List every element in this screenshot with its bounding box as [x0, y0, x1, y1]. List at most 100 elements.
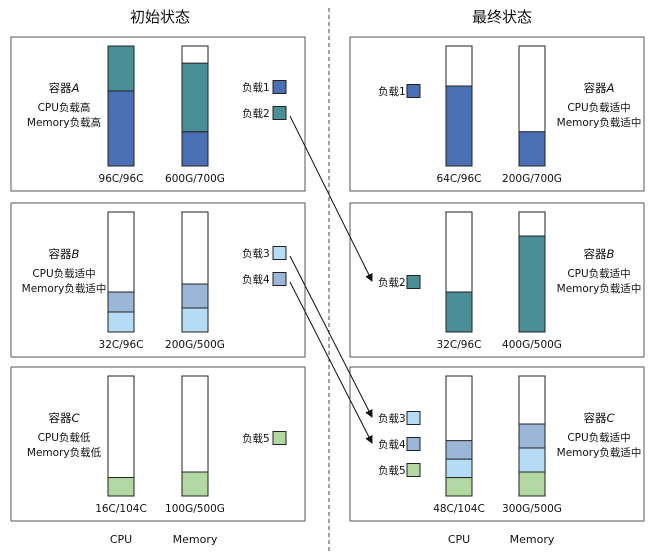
- memory-usage-label: 100G/500G: [165, 503, 225, 515]
- legend-label: 负载1: [378, 85, 406, 98]
- cpu-usage-label: 32C/96C: [437, 339, 482, 351]
- container-letter: A: [606, 81, 615, 95]
- panel-frame: [10, 36, 306, 192]
- migration-arrows: [289, 115, 373, 444]
- memory-segment-load4: [518, 423, 546, 449]
- container-letter: A: [71, 81, 80, 95]
- legend-load4: 负载4: [242, 272, 287, 286]
- container-word: 容器: [49, 247, 72, 261]
- final-state-heading: 最终状态: [472, 8, 532, 26]
- cpu-usage-label: 96C/96C: [99, 173, 144, 185]
- left-cpu-axis-label: CPU: [110, 533, 132, 546]
- container-load-description: CPU负载适中: [567, 267, 630, 280]
- legend-swatch: [272, 431, 287, 445]
- cpu-segment-load1: [445, 85, 473, 167]
- memory-segment-load1: [518, 131, 546, 167]
- memory-usage-bar: 100G/500G: [165, 375, 225, 515]
- memory-usage-label: 600G/700G: [165, 173, 225, 185]
- initial-container-c-panel: 容器C CPU负载低 Memory负载低 16C/104C 100G/500G 负载5: [10, 366, 306, 522]
- legend-swatch: [406, 463, 421, 477]
- container-load-description: CPU负载低: [38, 431, 91, 444]
- panel-frame: [10, 202, 306, 358]
- left-memory-axis-label: Memory: [173, 533, 218, 546]
- migration-arrow-load4: [289, 281, 373, 444]
- container-title: 容器C: [48, 411, 79, 425]
- container-word: 容器: [49, 81, 72, 95]
- memory-usage-label: 300G/500G: [502, 503, 562, 515]
- container-load-description: Memory负载低: [27, 446, 102, 459]
- memory-segment-load5: [181, 471, 209, 497]
- container-letter: C: [71, 411, 79, 425]
- container-load-description: Memory负载适中: [557, 116, 642, 129]
- legend-swatch: [272, 80, 287, 94]
- cpu-usage-label: 64C/96C: [437, 173, 482, 185]
- container-load-description: CPU负载适中: [32, 267, 95, 280]
- cpu-segment-load2: [445, 291, 473, 333]
- memory-segment-load3: [518, 447, 546, 473]
- cpu-usage-label: 16C/104C: [95, 503, 147, 515]
- legend-label: 负载5: [242, 432, 270, 445]
- initial-container-a-panel: 容器A CPU负载高 Memory负载高 96C/96C 600G/700G 负载1 负载2: [10, 36, 306, 192]
- cpu-usage-bar: 16C/104C: [95, 375, 147, 515]
- panel-frame: [349, 202, 645, 358]
- memory-usage-bar: 300G/500G: [502, 375, 562, 515]
- container-load-description: CPU负载高: [38, 101, 91, 114]
- legend-load5: 负载5: [242, 431, 287, 445]
- legend-load3: 负载3: [378, 411, 421, 425]
- initial-container-b-panel: 容器B CPU负载适中 Memory负载适中 32C/96C 200G/500G 负载3 负…: [10, 202, 306, 358]
- legend-label: 负载3: [242, 247, 270, 260]
- container-load-description: Memory负载适中: [22, 282, 107, 295]
- legend-swatch: [272, 246, 287, 260]
- container-title: 容器A: [584, 81, 615, 95]
- panel-frame: [349, 36, 645, 192]
- initial-state-heading: 初始状态: [130, 8, 190, 26]
- panel-frame: [10, 366, 306, 522]
- container-word: 容器: [48, 411, 71, 425]
- legend-swatch: [272, 272, 287, 286]
- legend-load5: 负载5: [378, 463, 421, 477]
- container-word: 容器: [583, 411, 606, 425]
- cpu-segment-load4: [107, 291, 135, 313]
- container-load-description: Memory负载适中: [557, 446, 642, 459]
- cpu-usage-bar: 96C/96C: [99, 45, 144, 185]
- legend-label: 负载4: [242, 273, 270, 286]
- cpu-segment-load2: [107, 45, 135, 92]
- final-container-c-panel: 容器C CPU负载适中 Memory负载适中 48C/104C 300G/500G 负载3…: [349, 366, 645, 522]
- legend-label: 负载4: [378, 438, 406, 451]
- right-cpu-axis-label: CPU: [448, 533, 470, 546]
- legend-load1: 负载1: [378, 84, 421, 98]
- container-load-description: Memory负载高: [27, 116, 101, 129]
- cpu-segment-load3: [107, 311, 135, 333]
- memory-segment-load2: [518, 235, 546, 333]
- container-title: 容器C: [583, 411, 614, 425]
- memory-segment-load3: [181, 307, 209, 333]
- cpu-segment-load5: [107, 477, 135, 497]
- memory-usage-label: 400G/500G: [502, 339, 562, 351]
- migration-arrow-load2: [289, 115, 373, 282]
- cpu-usage-bar: 48C/104C: [433, 375, 485, 515]
- memory-segment-load2: [181, 62, 209, 133]
- container-load-description: CPU负载适中: [567, 431, 630, 444]
- legend-swatch: [406, 437, 421, 451]
- container-load-description: CPU负载适中: [567, 101, 630, 114]
- cpu-usage-label: 32C/96C: [99, 339, 144, 351]
- cpu-usage-bar: 32C/96C: [437, 211, 482, 351]
- memory-usage-bar: 600G/700G: [165, 45, 225, 185]
- container-title: 容器A: [49, 81, 80, 95]
- container-word: 容器: [584, 81, 607, 95]
- cpu-usage-bar: 64C/96C: [437, 45, 482, 185]
- container-title: 容器B: [584, 247, 615, 261]
- memory-usage-label: 200G/500G: [165, 339, 225, 351]
- memory-usage-bar: 200G/500G: [165, 211, 225, 351]
- container-title: 容器B: [49, 247, 80, 261]
- cpu-usage-bar: 32C/96C: [99, 211, 144, 351]
- legend-load2: 负载2: [378, 275, 421, 289]
- cpu-segment-load4: [445, 440, 473, 460]
- cpu-usage-label: 48C/104C: [433, 503, 485, 515]
- migration-arrow-load3: [289, 255, 373, 418]
- legend-load1: 负载1: [242, 80, 287, 94]
- legend-label: 负载2: [242, 107, 270, 120]
